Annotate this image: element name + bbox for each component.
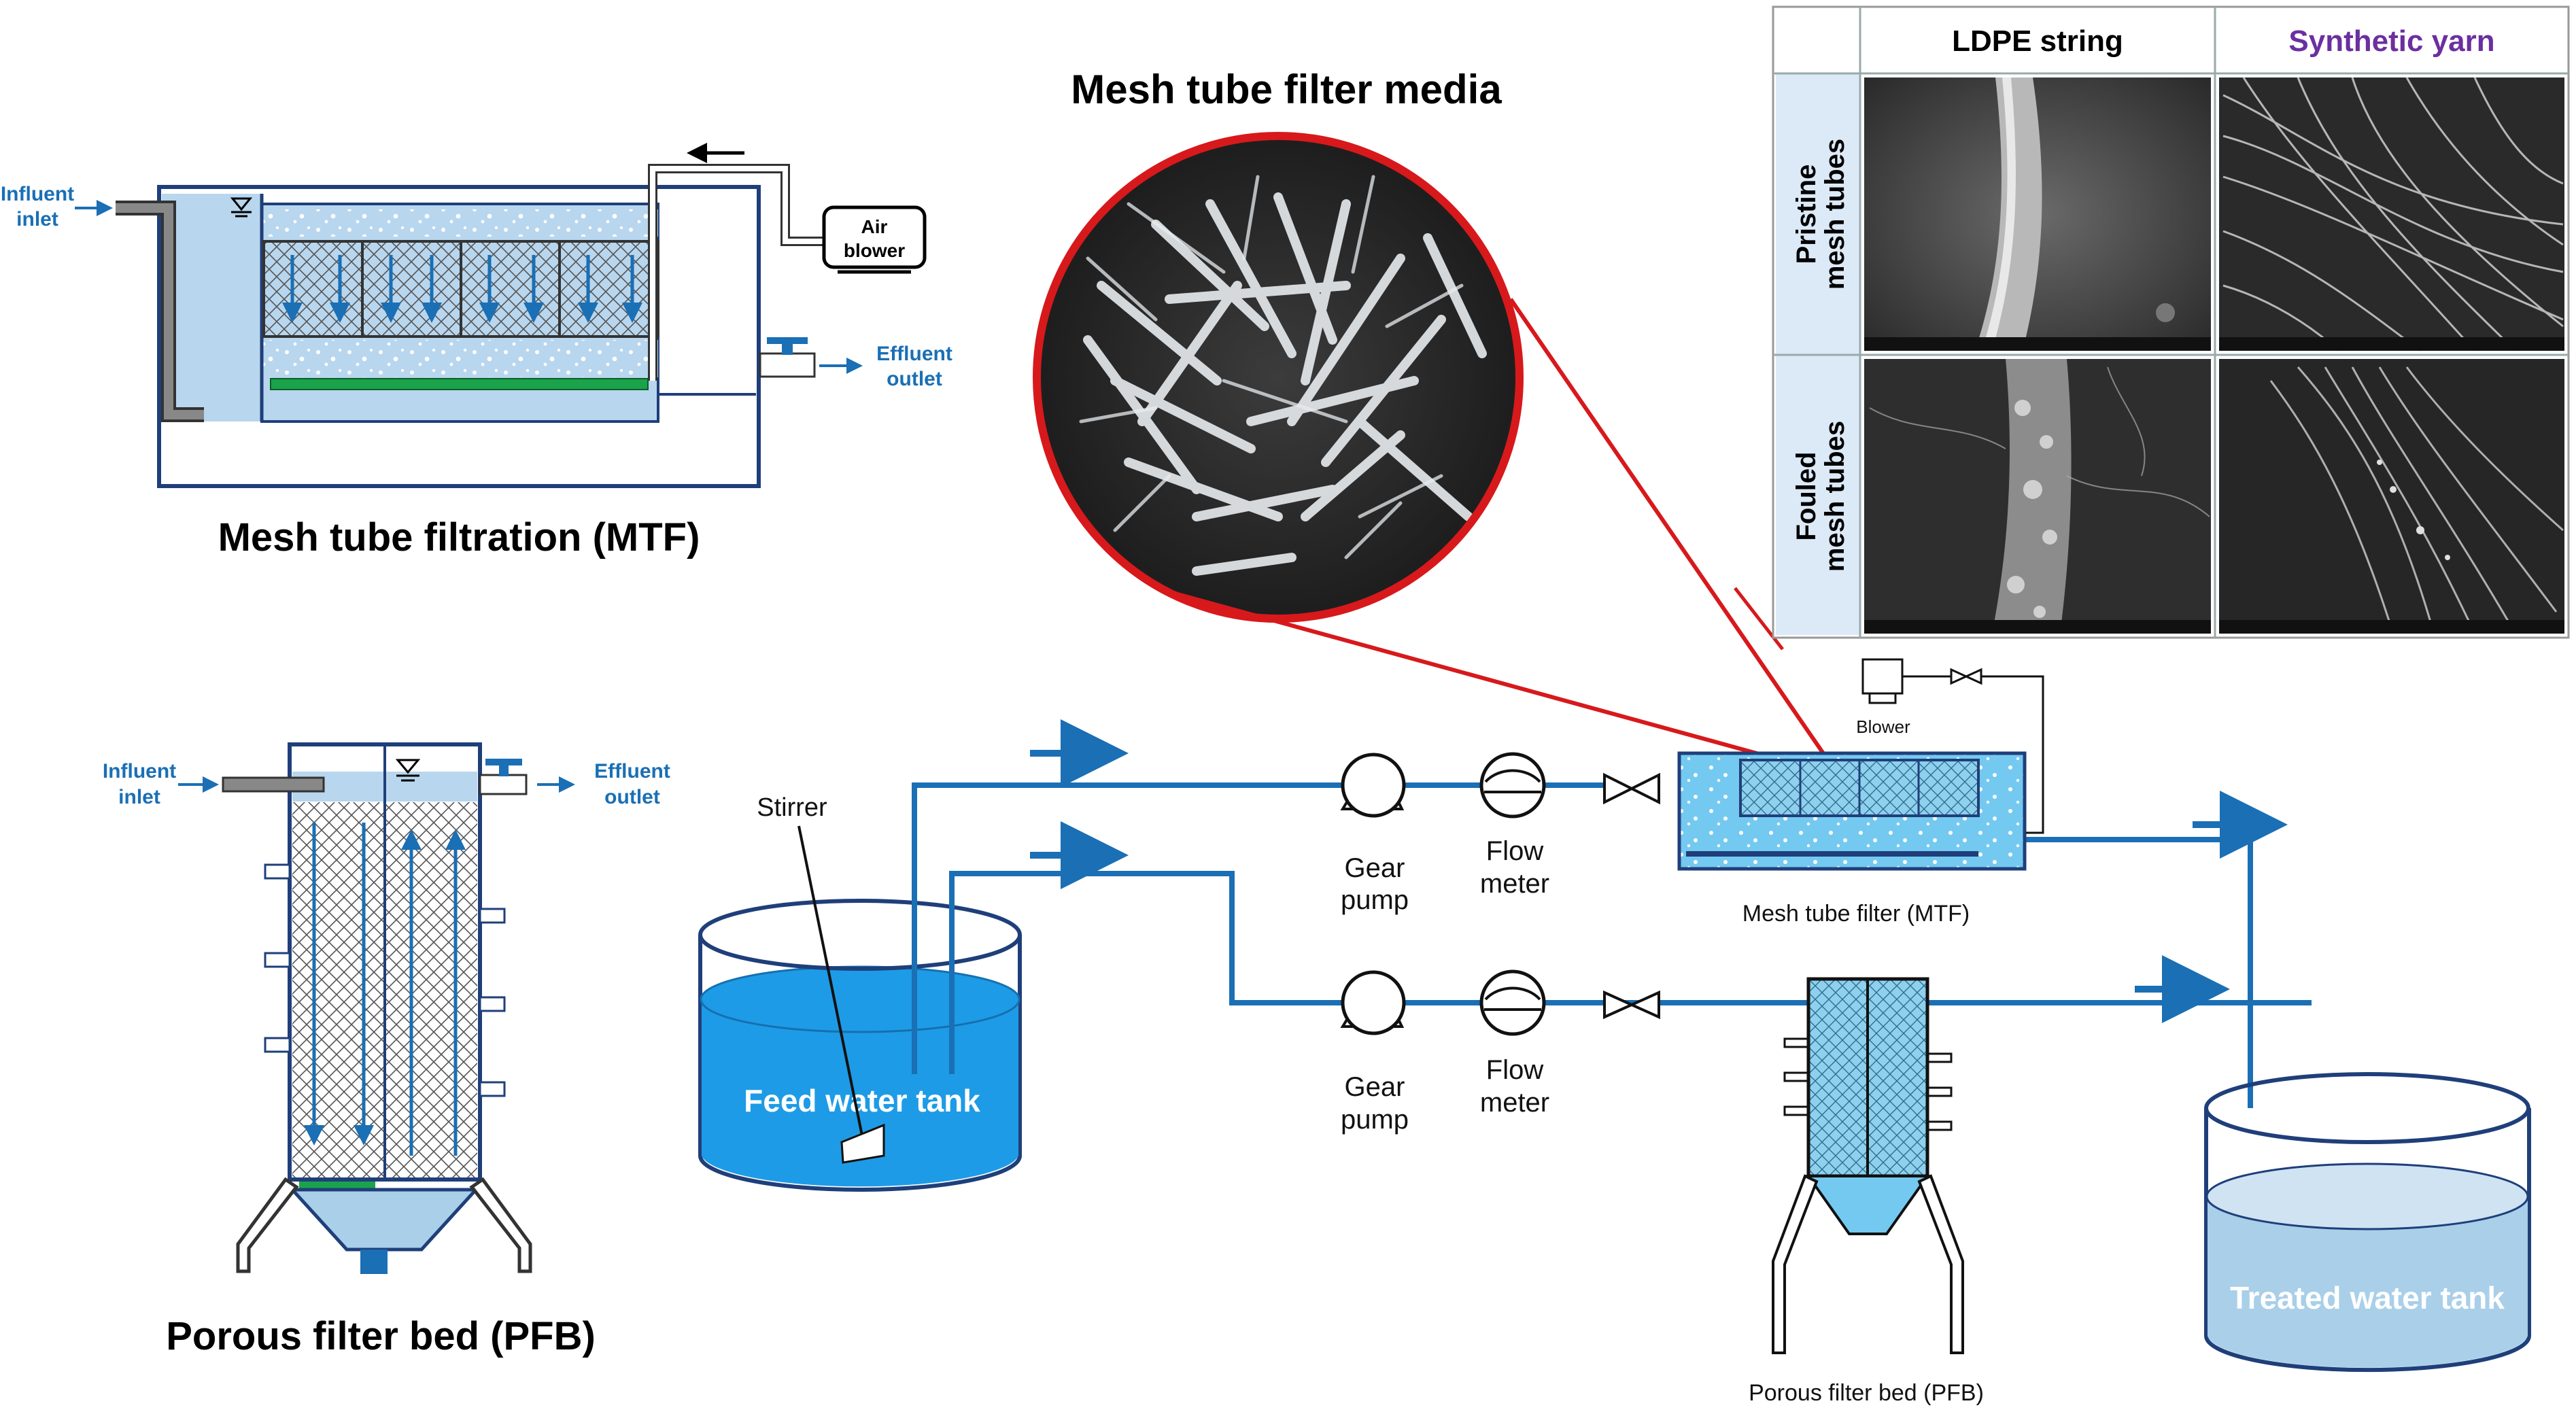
sem-fouled-ldpe-image	[1864, 359, 2211, 634]
sem-row-pristine-1: Pristine	[1791, 165, 1821, 264]
flow-meter-top-label-1: Flow	[1486, 836, 1544, 866]
flow-meter-bottom-label-2: meter	[1480, 1088, 1549, 1118]
feed-water-tank-label: Feed water tank	[744, 1083, 980, 1118]
stirrer: Stirrer	[757, 793, 885, 1164]
pfb-reactor-caption: Porous filter bed (PFB)	[1749, 1380, 1984, 1406]
sem-pristine-ldpe-image	[1864, 78, 2211, 351]
media-fibers	[1079, 175, 1487, 576]
sem-row-fouled-1: Fouled	[1791, 451, 1821, 540]
sem-col-ldpe: LDPE string	[1952, 24, 2123, 58]
gear-pump-top: Gear pump	[1340, 753, 1409, 915]
pfb-reactor: Porous filter bed (PFB)	[1749, 977, 1984, 1406]
treated-water-tank: Treated water tank	[2204, 1072, 2531, 1373]
air-blower-label-2: blower	[844, 240, 905, 261]
mesh-tube-media-photo: Mesh tube filter media	[1033, 67, 1836, 777]
air-blower-label-1: Air	[861, 216, 888, 237]
mtf-reactor: Mesh tube filter (MTF)	[1677, 751, 2027, 927]
mtf-schematic: Influent inlet Air blower Effluent outle…	[1, 143, 952, 559]
air-blower: Air blower	[822, 205, 927, 274]
mtf-reactor-caption: Mesh tube filter (MTF)	[1742, 901, 1970, 927]
gear-pump-top-label-2: pump	[1341, 885, 1409, 915]
pfb-title: Porous filter bed (PFB)	[166, 1314, 596, 1358]
valve-bottom	[1603, 990, 1660, 1020]
sem-fouled-yarn-image	[2219, 359, 2564, 634]
sem-image-grid: LDPE string Synthetic yarn Pristine mesh…	[1772, 5, 2570, 639]
mtf-outlet-label: outlet	[887, 368, 942, 390]
sem-pristine-yarn-image	[2219, 77, 2564, 352]
pfb-schematic: Influent inlet Effluent outlet Porous fi…	[103, 742, 670, 1358]
blower: Blower	[1856, 658, 1910, 737]
gear-pump-bottom-label-1: Gear	[1345, 1072, 1405, 1102]
gear-pump-bottom-label-2: pump	[1341, 1105, 1409, 1135]
sem-col-yarn: Synthetic yarn	[2288, 24, 2494, 58]
feed-water-tank: Feed water tank	[698, 899, 1022, 1192]
flow-meter-top-label-2: meter	[1480, 869, 1549, 899]
mtf-effluent-valve	[759, 337, 863, 378]
blower-label: Blower	[1856, 717, 1910, 737]
mtf-effluent-label: Effluent	[876, 343, 952, 365]
pfb-effluent-label: Effluent	[594, 760, 670, 782]
mtf-title: Mesh tube filtration (MTF)	[218, 515, 700, 559]
sem-row-pristine-2: mesh tubes	[1820, 139, 1850, 290]
process-flow: Feed water tank Stirrer Gear pump	[698, 658, 2531, 1406]
mtf-inlet-label: inlet	[16, 208, 58, 230]
media-title: Mesh tube filter media	[1071, 67, 1502, 112]
flow-meter-bottom: Flow meter	[1479, 969, 1549, 1118]
valve-top	[1603, 772, 1660, 805]
mtf-influent-label: Influent	[1, 183, 74, 205]
pfb-influent-label: Influent	[103, 760, 176, 782]
flow-meter-bottom-label-1: Flow	[1486, 1055, 1544, 1085]
sem-row-fouled-2: mesh tubes	[1820, 421, 1850, 572]
flow-meter-top: Flow meter	[1479, 752, 1549, 899]
gear-pump-bottom: Gear pump	[1340, 970, 1409, 1135]
treated-water-tank-label: Treated water tank	[2230, 1280, 2505, 1315]
water-level-icon	[230, 197, 253, 218]
pfb-inlet-label: inlet	[118, 786, 160, 808]
pfb-outlet-label: outlet	[604, 786, 660, 808]
gear-pump-top-label-1: Gear	[1345, 853, 1405, 883]
stirrer-label: Stirrer	[757, 793, 827, 822]
